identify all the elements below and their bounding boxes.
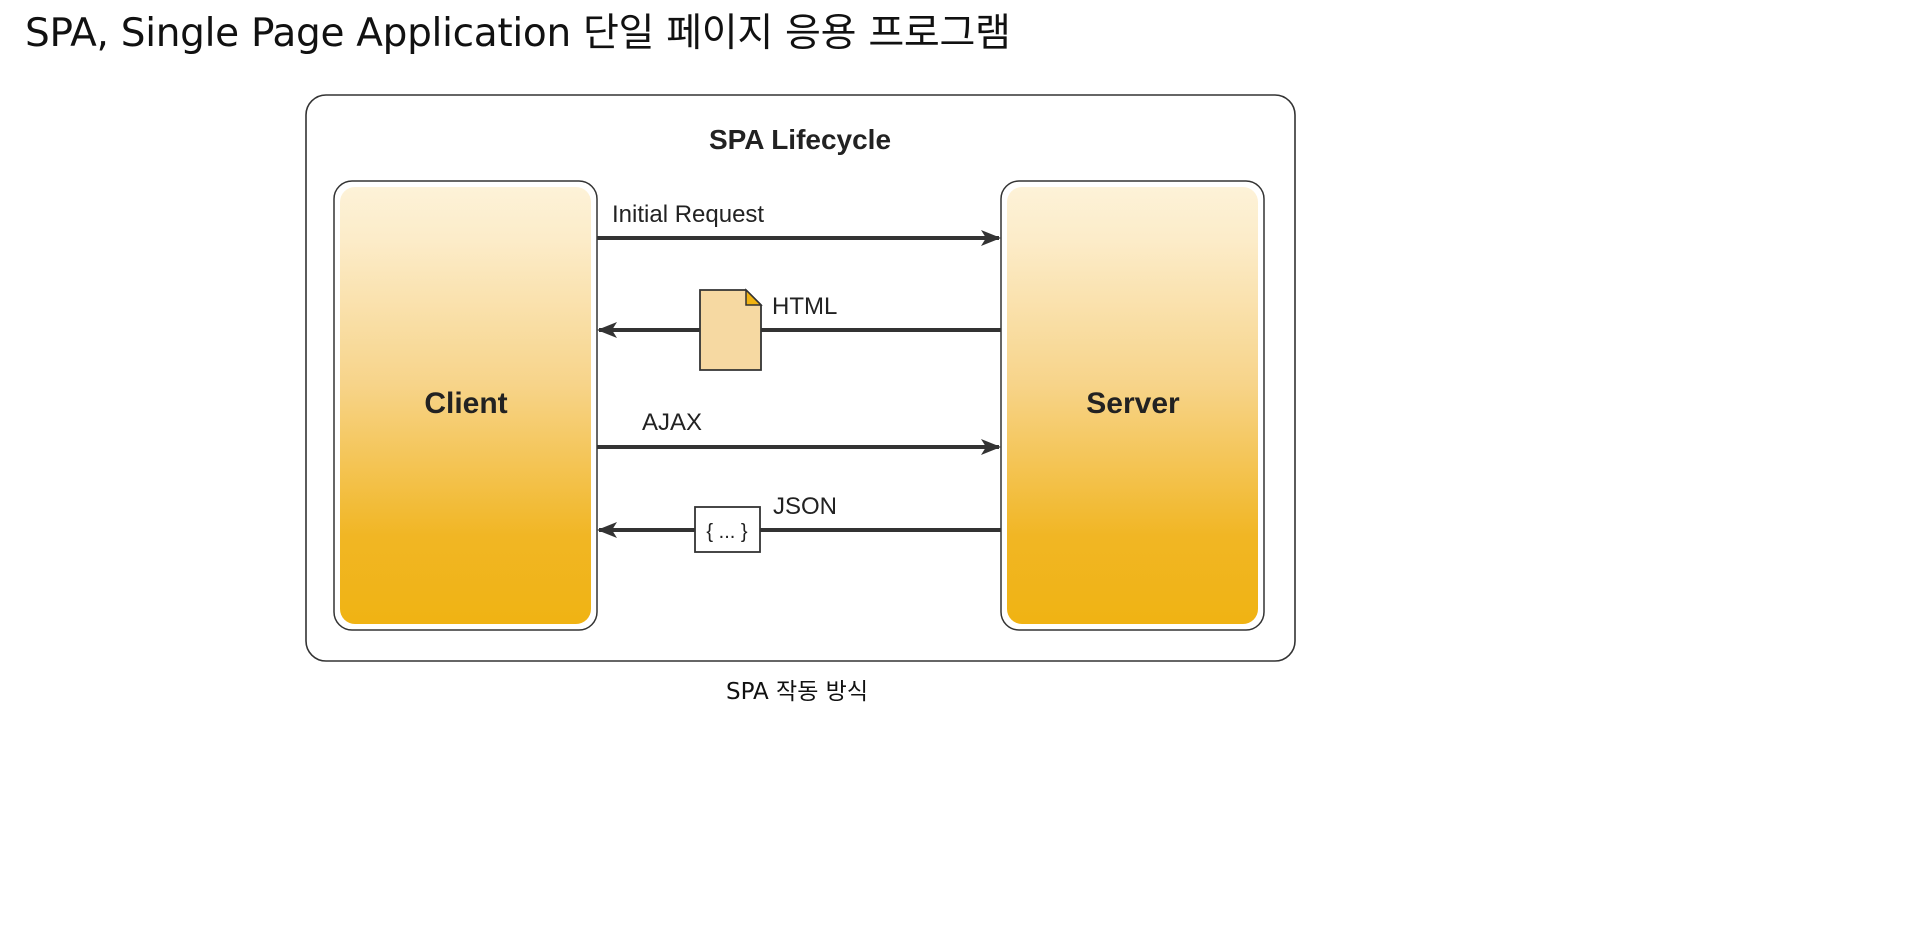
server-box: Server (1000, 180, 1265, 631)
diagram-title: SPA Lifecycle (709, 124, 891, 155)
json-response-arrow: { ... } JSON (597, 493, 1001, 553)
json-braces-icon: { ... } (694, 506, 761, 553)
initial-request-arrow: Initial Request (597, 201, 1001, 246)
document-icon (699, 288, 763, 371)
json-label: JSON (773, 493, 837, 520)
ajax-label: AJAX (642, 409, 702, 436)
json-icon-text: { ... } (706, 521, 747, 543)
html-response-arrow: HTML (597, 288, 1001, 371)
diagram-caption: SPA 작동 방식 (726, 679, 868, 705)
ajax-request-arrow: AJAX (597, 409, 1001, 455)
server-label: Server (1086, 387, 1180, 420)
client-label: Client (424, 387, 507, 420)
client-box: Client (333, 180, 598, 631)
html-label: HTML (772, 293, 837, 320)
page-title: SPA, Single Page Application 단일 페이지 응용 프… (25, 11, 1011, 56)
initial-request-label: Initial Request (612, 201, 764, 228)
